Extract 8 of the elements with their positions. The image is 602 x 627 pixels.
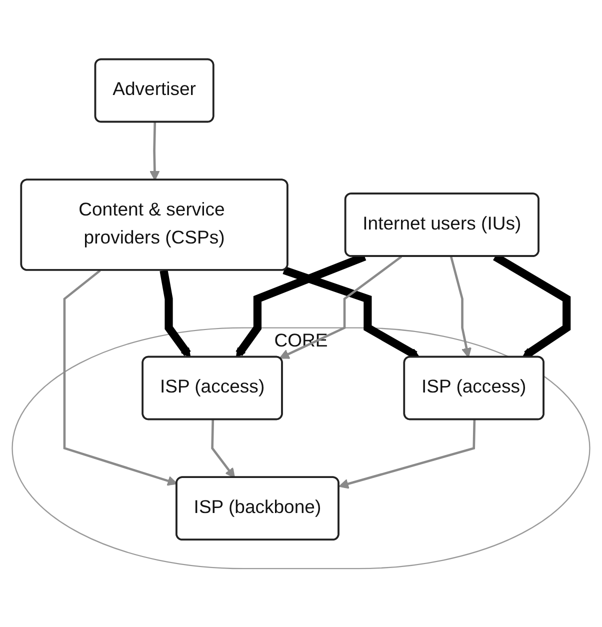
arrow (282, 266, 420, 358)
arrow (450, 256, 472, 358)
arrow (150, 122, 160, 180)
arrow (279, 255, 402, 358)
arrow (211, 419, 236, 478)
arrow (160, 269, 191, 358)
arrow (338, 419, 476, 488)
arrow (63, 269, 178, 486)
